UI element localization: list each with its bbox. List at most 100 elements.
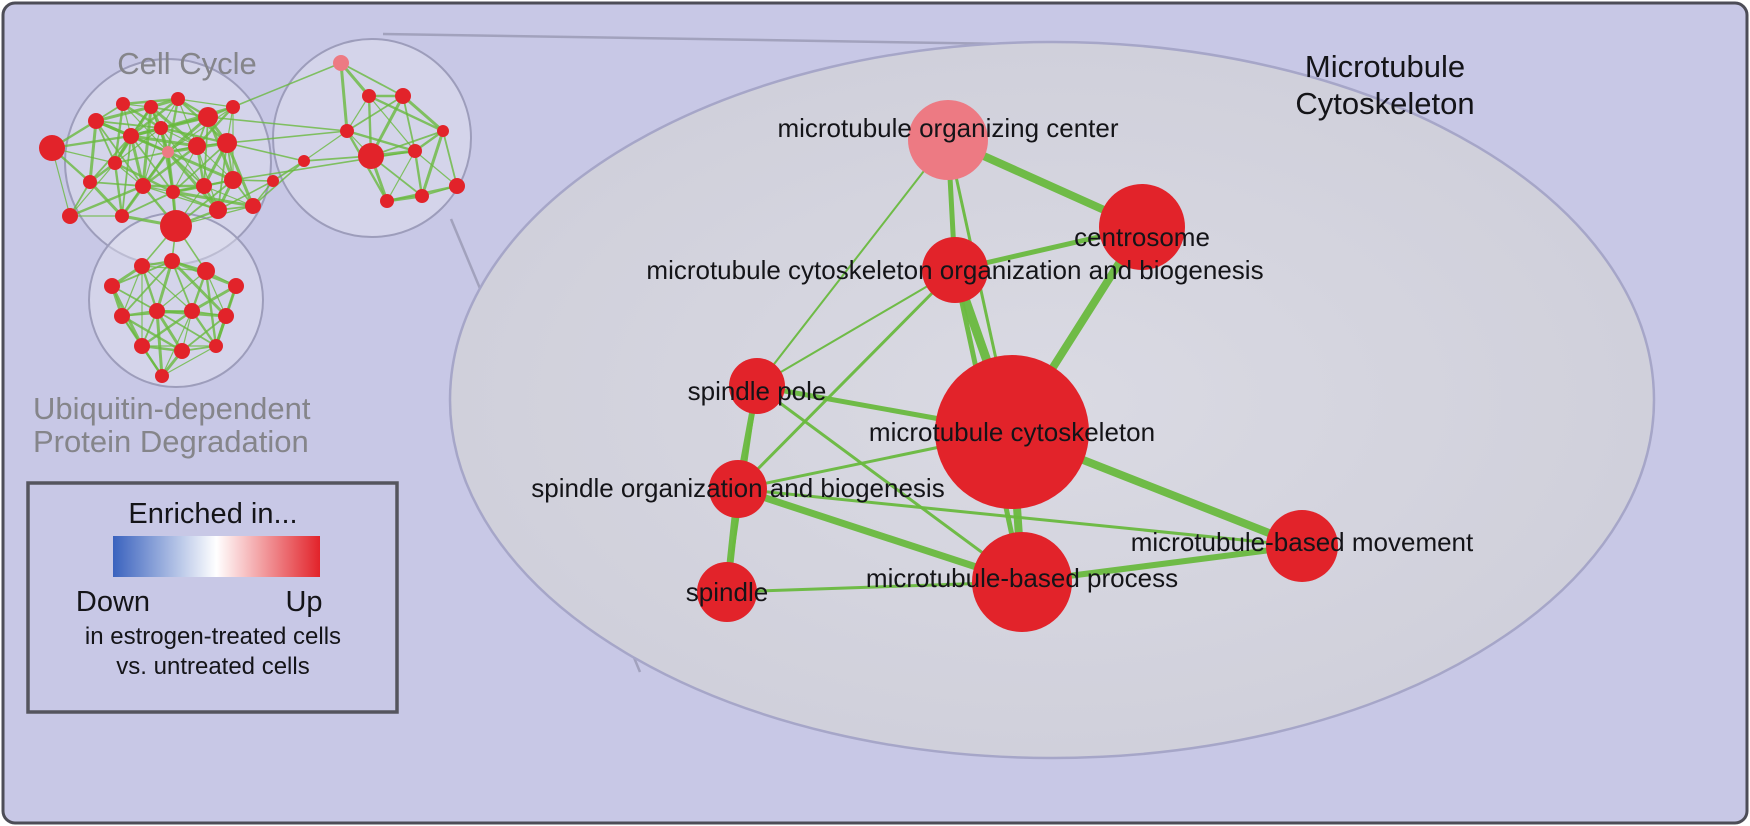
overview-edge (340, 62, 404, 97)
overview-edge (204, 270, 218, 347)
overview-node[interactable] (162, 146, 174, 158)
overview-edge (114, 151, 169, 164)
overview-node[interactable] (217, 133, 237, 153)
overview-node[interactable] (135, 178, 151, 194)
overview-edge (346, 95, 404, 132)
overview-node[interactable] (408, 144, 422, 158)
overview-edge (122, 102, 162, 130)
node-label-spindle-pole: spindle pole (688, 376, 827, 406)
overview-node[interactable] (174, 343, 190, 359)
node-label-spindle-organization-and-biogenesis: spindle organization and biogenesis (531, 473, 944, 503)
overview-node[interactable] (134, 338, 150, 354)
node-spindle-organization-and-biogenesis[interactable] (709, 460, 767, 518)
overview-node[interactable] (197, 262, 215, 280)
overview-node[interactable] (196, 178, 212, 194)
overview-node[interactable] (83, 175, 97, 189)
overview-node[interactable] (226, 100, 240, 114)
overview-edge (113, 162, 124, 217)
overview-edge (217, 180, 274, 211)
node-centrosome[interactable] (1099, 184, 1185, 270)
overview-node[interactable] (123, 128, 139, 144)
legend-title: Enriched in... (128, 498, 297, 530)
overview-edge (88, 120, 98, 183)
overview-node[interactable] (362, 89, 376, 103)
overview-edge (172, 142, 228, 193)
overview-node[interactable] (198, 107, 218, 127)
overview-node[interactable] (333, 55, 349, 71)
zoom-connector-line (382, 32, 1011, 46)
overview-node[interactable] (166, 185, 180, 199)
overview-edge (414, 150, 458, 187)
overview-edge (89, 181, 144, 187)
overview-node[interactable] (171, 92, 185, 106)
edge-microtubule-organizing-center--spindle-pole (756, 139, 949, 387)
overview-edge (121, 260, 173, 317)
overview-edge (141, 310, 193, 347)
node-microtubule-based-movement[interactable] (1266, 510, 1338, 582)
edge-spindle-organization-and-biogenesis--microtubule-based-movement (736, 487, 1304, 548)
overview-node[interactable] (209, 201, 227, 219)
node-spindle[interactable] (697, 562, 757, 622)
overview-edge (191, 284, 237, 313)
node-spindle-pole[interactable] (729, 358, 785, 414)
legend: Enriched in... Down Up in estrogen-treat… (26, 481, 399, 714)
overview-node[interactable] (62, 208, 78, 224)
overview-node[interactable] (160, 210, 192, 242)
cluster-label-ubiquitin-line2: Protein Degradation (33, 424, 309, 459)
overview-edge (156, 270, 207, 312)
overview-node[interactable] (116, 97, 130, 111)
overview-node[interactable] (395, 88, 411, 104)
overview-node[interactable] (437, 125, 449, 137)
overview-edge (160, 105, 234, 130)
overview-edge (69, 184, 144, 218)
overview-node[interactable] (154, 121, 168, 135)
overview-node[interactable] (218, 308, 234, 324)
overview-node[interactable] (108, 156, 122, 170)
legend-caption-line1: in estrogen-treated cells (85, 623, 341, 650)
node-microtubule-cytoskeleton[interactable] (935, 355, 1089, 509)
node-label-microtubule-organizing-center: microtubule organizing center (777, 113, 1118, 143)
cluster-label-cell-cycle: Cell Cycle (117, 46, 257, 81)
overview-node[interactable] (245, 198, 261, 214)
node-microtubule-based-process[interactable] (972, 532, 1072, 632)
overview-edge (232, 62, 342, 108)
overview-node[interactable] (228, 278, 244, 294)
overview-node[interactable] (115, 209, 129, 223)
legend-gradient-bar (113, 536, 320, 577)
overview-node[interactable] (134, 258, 150, 274)
overview-node[interactable] (184, 303, 200, 319)
overview-node[interactable] (267, 175, 279, 187)
overview-edge (402, 94, 444, 133)
overview-node[interactable] (188, 137, 206, 155)
legend-box (26, 481, 399, 714)
overview-node[interactable] (144, 100, 158, 114)
overview-node[interactable] (415, 189, 429, 203)
overview-node[interactable] (298, 155, 310, 167)
overview-edge (386, 150, 416, 202)
overview-edge (203, 116, 209, 187)
overview-node[interactable] (449, 178, 465, 194)
overview-edge (155, 310, 164, 377)
edge-microtubule-cytoskeleton-organization-and-biogenesis--spindle-organization-and-biogenesis (736, 268, 957, 491)
overview-edge (122, 103, 169, 153)
overview-node[interactable] (164, 253, 180, 269)
overview-edge (111, 285, 158, 312)
overview-node[interactable] (39, 135, 65, 161)
overview-node[interactable] (209, 339, 223, 353)
overview-edge (130, 98, 179, 137)
overview-node[interactable] (380, 194, 394, 208)
node-label-centrosome: centrosome (1074, 222, 1210, 252)
overview-node[interactable] (88, 113, 104, 129)
node-microtubule-cytoskeleton-organization-and-biogenesis[interactable] (922, 237, 988, 303)
overview-edge (121, 135, 132, 217)
overview-edge (339, 62, 349, 132)
overview-node[interactable] (155, 369, 169, 383)
node-microtubule-organizing-center[interactable] (908, 100, 988, 180)
overview-node[interactable] (104, 278, 120, 294)
overview-node[interactable] (149, 303, 165, 319)
overview-node[interactable] (340, 124, 354, 138)
overview-node[interactable] (358, 143, 384, 169)
overview-node[interactable] (114, 308, 130, 324)
overview-node[interactable] (224, 171, 242, 189)
